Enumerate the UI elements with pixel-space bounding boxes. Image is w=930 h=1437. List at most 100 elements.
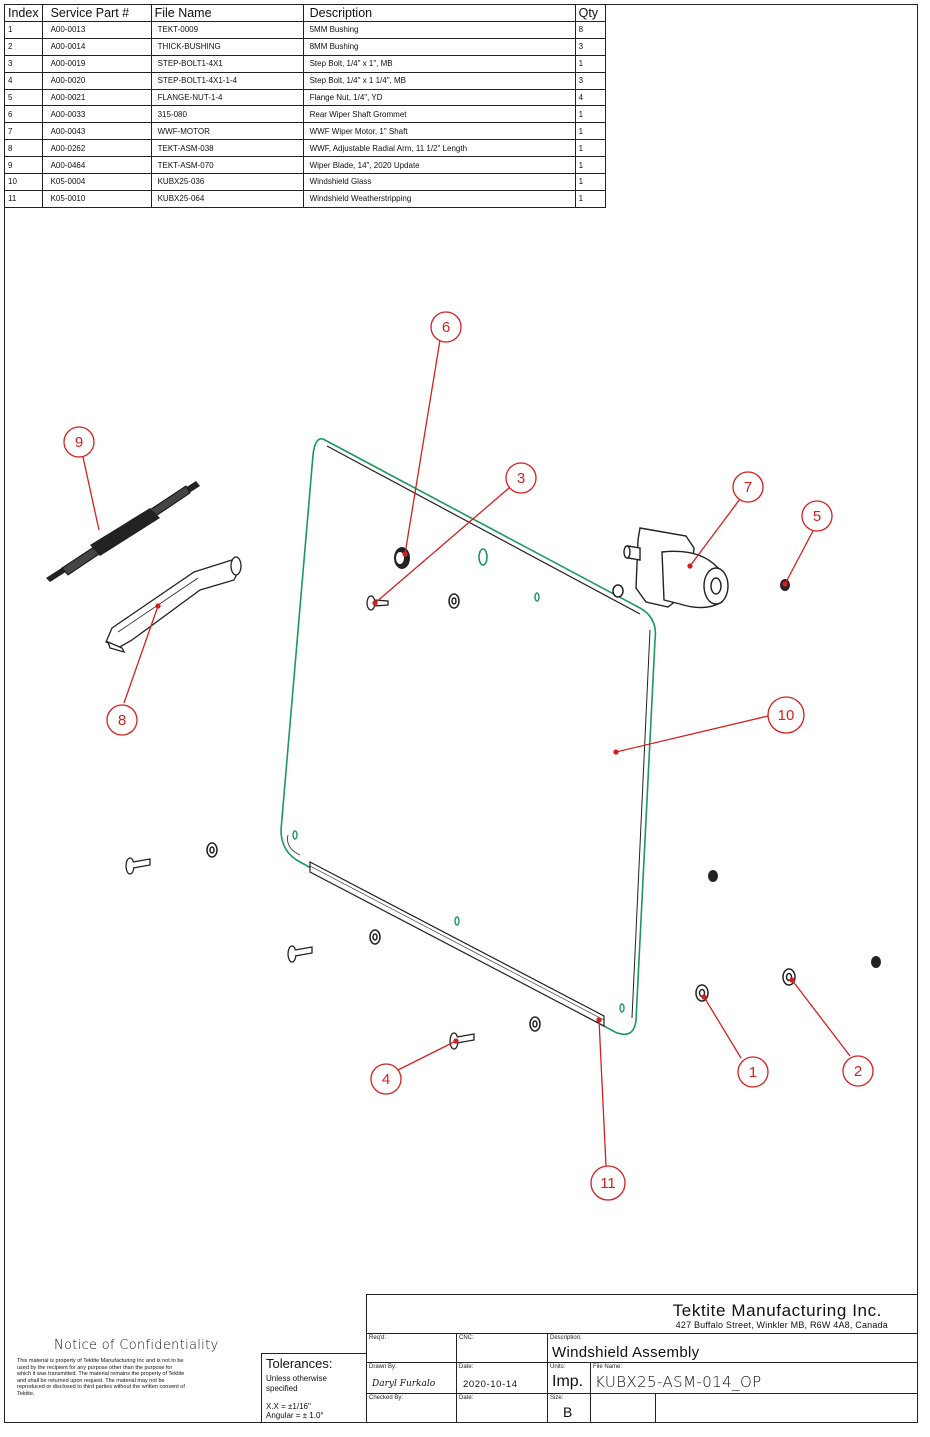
balloon-4: [370, 1063, 402, 1095]
balloon-1: [737, 1056, 769, 1088]
units-cell: Units: Imp.: [547, 1362, 591, 1394]
wiper-shaft-grommet: [394, 547, 410, 569]
balloon-7: [732, 471, 764, 503]
bom-header-part: Service Part #: [41, 4, 152, 22]
balloon-9: [63, 426, 95, 458]
date-label: Date:: [459, 1364, 474, 1370]
balloon-5: [801, 500, 833, 532]
drawn-by-label: Drawn By:: [369, 1364, 397, 1370]
bom-cell-description: Step Bolt, 1/4" x 1", MB: [302, 54, 576, 73]
bom-header-index: Index: [4, 4, 43, 22]
balloon-label-10: 10: [778, 707, 795, 724]
cnc-cell: CNC:: [456, 1333, 548, 1363]
bom-cell-index: 3: [4, 54, 43, 73]
bom-cell-qty: 3: [574, 71, 606, 90]
file-name-label: File Name:: [593, 1364, 623, 1370]
date2-cell: Date:: [456, 1393, 548, 1423]
bom-cell-description: Step Bolt, 1/4" x 1 1/4", MB: [302, 71, 576, 90]
bom-cell-qty: 1: [574, 189, 606, 208]
notice-text: This material is property of Tektite Man…: [17, 1358, 185, 1397]
size-cell: Size: B: [547, 1393, 591, 1423]
tolerances-angular: Angular = ± 1.0°: [266, 1411, 324, 1420]
balloon-3: [505, 462, 537, 494]
wiper-motor: [623, 527, 729, 609]
bom-cell-description: Rear Wiper Shaft Grommet: [302, 105, 576, 124]
bom-header-description: Description: [302, 4, 576, 22]
balloon-label-6: 6: [442, 319, 450, 336]
balloon-11: [590, 1165, 626, 1201]
balloon-label-2: 2: [854, 1063, 862, 1080]
checked-by-label: Checked By:: [369, 1395, 404, 1401]
flange-nuts: [708, 579, 881, 968]
radial-arm: [105, 556, 242, 654]
windshield-glass: [280, 438, 657, 1036]
tolerances-box: Tolerances: Unless otherwise specified X…: [261, 1353, 367, 1423]
date-cell: Date: 2020-10-14: [456, 1362, 548, 1394]
balloon-6: [430, 311, 462, 343]
tolerances-line2: specified: [266, 1384, 298, 1393]
description-cell: Description: Windshield Assembly: [547, 1333, 918, 1363]
bom-cell-file: 315-080: [150, 105, 304, 124]
date2-label: Date:: [459, 1395, 474, 1401]
balloon-label-4: 4: [382, 1071, 390, 1088]
bom-cell-qty: 1: [574, 173, 606, 191]
balloon-10: [767, 696, 805, 734]
cnc-label: CNC:: [459, 1335, 474, 1341]
balloon-label-9: 9: [75, 434, 83, 451]
balloon-8: [106, 704, 138, 736]
size-label: Size:: [550, 1395, 564, 1401]
balloon-label-11: 11: [600, 1175, 616, 1192]
balloon-label-8: 8: [118, 712, 126, 729]
balloon-2: [842, 1055, 874, 1087]
bom-cell-qty: 1: [574, 139, 606, 158]
reqd-label: Req'd:: [369, 1335, 387, 1341]
company-address: 427 Buffalo Street, Winkler MB, R6W 4A8,…: [675, 1320, 888, 1330]
balloon-label-3: 3: [517, 470, 525, 487]
sheet-cell: [590, 1393, 656, 1423]
bom-cell-qty: 4: [574, 88, 606, 107]
size-value: B: [563, 1404, 573, 1420]
bom-cell-index: 11: [4, 189, 43, 208]
bom-cell-file: FLANGE-NUT-1-4: [150, 88, 304, 107]
units-value: Imp.: [552, 1373, 584, 1390]
notice-title: Notice of Confidentiality: [54, 1338, 219, 1353]
weatherstripping: [309, 861, 605, 1027]
company-name: Tektite Manufacturing Inc.: [672, 1301, 882, 1320]
bom-cell-part: A00-0020: [41, 71, 152, 90]
bom-cell-description: Windshield Weatherstripping: [302, 189, 576, 208]
leader-lines: [82, 339, 851, 1167]
wiper-blade: [46, 481, 200, 582]
bom-cell-file: KUBX25-064: [150, 189, 304, 208]
units-label: Units:: [550, 1364, 566, 1370]
checked-by-cell: Checked By:: [366, 1393, 457, 1423]
date-value: 2020-10-14: [463, 1379, 518, 1390]
step-bolts: [125, 595, 475, 1050]
drawn-by-value: Daryl Furkalo: [372, 1379, 436, 1389]
bom-table: Index Service Part # File Name Descripti…: [4, 4, 606, 208]
drawn-by-cell: Drawn By: Daryl Furkalo: [366, 1362, 457, 1394]
balloon-label-7: 7: [744, 479, 752, 496]
description-value: Windshield Assembly: [552, 1344, 700, 1361]
bom-cell-qty: 1: [574, 54, 606, 73]
description-label: Description:: [550, 1335, 582, 1341]
file-name-value: KUBX25-ASM-014_OP: [595, 1373, 762, 1391]
balloon-label-1: 1: [749, 1064, 757, 1081]
balloon-labels: 1 2 3 4 5 6 7 8 9 10 11: [75, 319, 862, 1192]
bom-cell-description: Flange Nut, 1/4", YD: [302, 88, 576, 107]
file-name-cell: File Name: KUBX25-ASM-014_OP: [590, 1362, 918, 1394]
tolerances-line1: Unless otherwise: [266, 1374, 327, 1383]
reqd-cell: Req'd:: [366, 1333, 457, 1363]
bom-header-row: Index Service Part # File Name Descripti…: [4, 4, 606, 22]
tolerances-linear: X.X = ±1/16": [266, 1402, 311, 1411]
bom-cell-qty: 1: [574, 105, 606, 124]
balloon-label-5: 5: [813, 508, 821, 525]
